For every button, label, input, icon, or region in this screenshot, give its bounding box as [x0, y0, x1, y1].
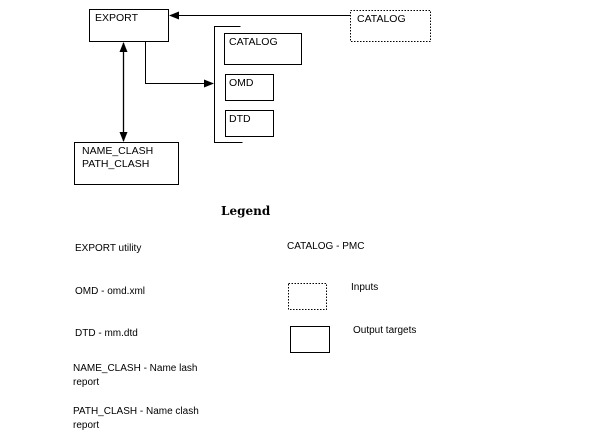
export-to-outputs-arrow [145, 42, 214, 88]
path-clash-label: PATH_CLASH [82, 158, 150, 170]
name-clash-label: NAME_CLASH [82, 145, 154, 157]
legend-dtd-desc: DTD - mm.dtd [75, 328, 138, 339]
omd-box [225, 74, 274, 101]
catalog-input-box [350, 10, 431, 42]
dtd-label: DTD [229, 113, 251, 125]
catalog-input-label: CATALOG [357, 13, 406, 25]
reports-box [74, 142, 179, 185]
legend-input-sample [288, 283, 327, 310]
dtd-box [225, 110, 274, 137]
legend-inputs-label: Inputs [351, 282, 379, 293]
export-label: EXPORT [95, 12, 138, 24]
legend-title: Legend [221, 204, 271, 218]
output-group-bracket [214, 26, 243, 143]
catalog-output-box [224, 33, 302, 65]
legend-output-sample [290, 326, 330, 353]
legend-path-clash-desc: PATH_CLASH - Name clash report [73, 406, 199, 431]
legend-outputs-label: Output targets [353, 325, 417, 336]
legend-export-desc: EXPORT utility [75, 243, 142, 254]
catalog-output-label: CATALOG [229, 36, 278, 48]
omd-label: OMD [229, 77, 254, 89]
export-box [89, 9, 169, 42]
legend-name-clash-desc: NAME_CLASH - Name lash report [73, 363, 198, 388]
legend-omd-desc: OMD - omd.xml [75, 286, 145, 297]
legend-catalog-desc: CATALOG - PMC [287, 241, 365, 252]
